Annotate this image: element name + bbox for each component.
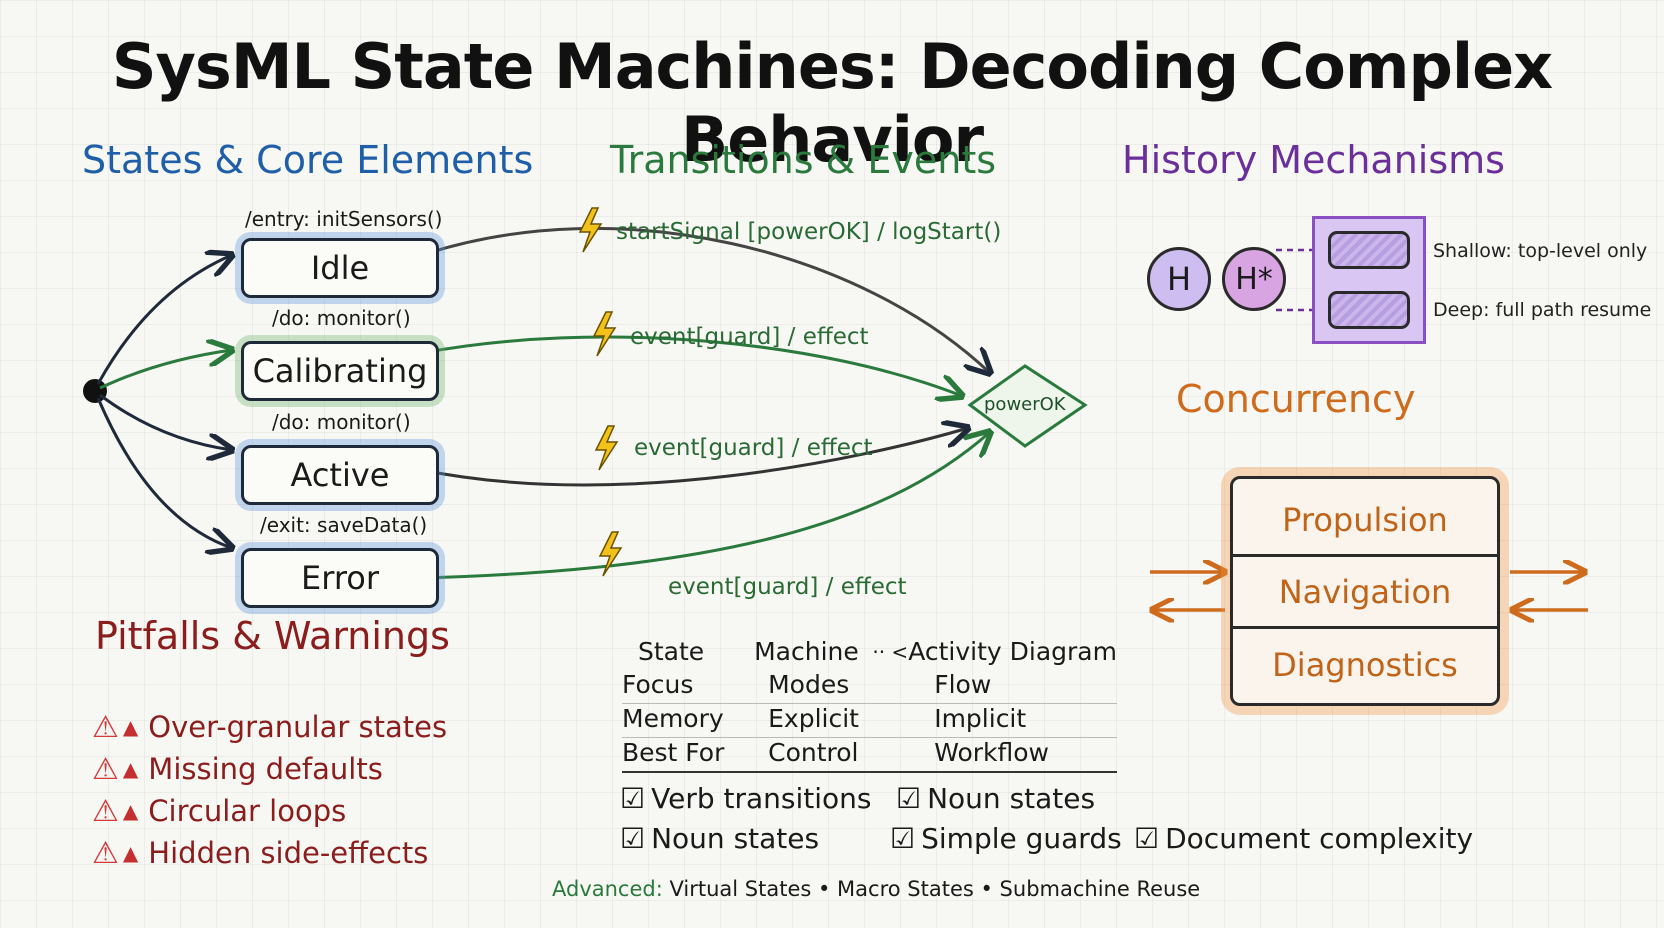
initial-state-dot (83, 379, 107, 403)
checkbox-checked-icon: ☑ (896, 782, 922, 815)
error-to-choice (421, 432, 990, 580)
pitfalls-list: ⚠▲Over-granular states ⚠▲Missing default… (92, 706, 447, 874)
initial-to-calibrating (99, 350, 232, 390)
deep-history-note: Deep: full path resume (1433, 299, 1652, 321)
comparison-header-cell: Machine (754, 637, 859, 666)
transitions-heading: Transitions & Events (610, 138, 997, 182)
state-error: Error (241, 548, 439, 608)
pitfall-label: Missing defaults (148, 752, 383, 786)
region-navigation: Navigation (1233, 557, 1497, 629)
table-cell: Best For (622, 738, 725, 767)
shallow-history-symbol: H (1147, 247, 1211, 311)
transition-label: event[guard] / effect (634, 435, 873, 461)
choice-label: powerOK (984, 394, 1066, 415)
state-idle: Idle (241, 238, 439, 298)
initial-to-active (99, 393, 232, 450)
table-cell: Flow (934, 670, 992, 699)
advanced-text: Virtual States • Macro States • Submachi… (669, 877, 1201, 901)
table-row: Memory Explicit Implicit (622, 704, 1117, 738)
checkbox-checked-icon: ☑ (1134, 822, 1160, 855)
checkbox-checked-icon: ☑ (620, 822, 646, 855)
history-heading: History Mechanisms (1122, 138, 1505, 182)
concurrency-heading: Concurrency (1176, 377, 1416, 421)
checklist-label: Noun states (651, 822, 820, 855)
transition-label: event[guard] / effect (630, 324, 869, 350)
pitfall-item: ⚠▲ Hidden side-effects (92, 832, 447, 874)
active-to-choice (421, 428, 968, 487)
state-calibrating: Calibrating (241, 341, 439, 401)
warning-icon: ▲ (122, 799, 139, 823)
comparison-header-cell: Activity Diagram (908, 637, 1117, 666)
state-note-idle: /entry: initSensors() (245, 207, 443, 231)
region-diagnostics: Diagnostics (1272, 646, 1458, 684)
history-substate (1328, 231, 1410, 269)
pitfall-item: ⚠▲ Over-granular states (92, 706, 447, 748)
comparison-table: State Machine ·· < Activity Diagram Focu… (622, 637, 1117, 773)
comparison-header-row: State Machine ·· < Activity Diagram (622, 637, 1117, 670)
table-row: Best For Control Workflow (622, 738, 1117, 772)
pitfall-item: ⚠▲ Missing defaults (92, 748, 447, 790)
pitfall-label: Over-granular states (148, 710, 448, 744)
lightning-icon (594, 425, 619, 471)
pitfall-item: ⚠▲ Circular loops (92, 790, 447, 832)
pitfall-label: Circular loops (148, 794, 347, 828)
warning-icon: ⚠ (92, 835, 119, 871)
history-dashes (1276, 248, 1318, 312)
state-active: Active (241, 445, 439, 505)
history-substate (1328, 291, 1410, 329)
warning-icon: ⚠ (92, 751, 119, 787)
states-heading: States & Core Elements (82, 138, 534, 182)
region-propulsion: Propulsion (1233, 485, 1497, 557)
choice-diamond (967, 364, 1088, 448)
advanced-footer: Advanced: Virtual States • Macro States … (552, 877, 1200, 901)
table-cell: Explicit (768, 704, 859, 733)
warning-icon: ▲ (122, 841, 139, 865)
pitfalls-heading: Pitfalls & Warnings (95, 614, 450, 658)
table-cell: Memory (622, 704, 724, 733)
initial-to-error (96, 397, 232, 548)
comparison-header-cell: State (638, 637, 705, 666)
table-cell: Modes (768, 670, 850, 699)
lightning-icon (578, 207, 603, 253)
warning-icon: ⚠ (92, 793, 119, 829)
concurrency-composite-state: Propulsion Navigation Diagnostics (1230, 476, 1500, 706)
transition-label: event[guard] / effect (668, 574, 907, 600)
comparison-separator: ·· < (872, 639, 909, 664)
checklist-item: ☑Verb transitions (620, 782, 872, 815)
state-note-calibrating: /do: monitor() (272, 306, 411, 330)
history-composite-state (1312, 216, 1426, 344)
table-cell: Implicit (934, 704, 1027, 733)
checklist-item: ☑Document complexity (1134, 822, 1473, 855)
initial-to-idle (96, 255, 232, 385)
checklist-label: Simple guards (921, 822, 1122, 855)
lightning-icon (598, 531, 623, 577)
idle-to-choice (421, 226, 990, 373)
checkbox-checked-icon: ☑ (890, 822, 916, 855)
state-note-error: /exit: saveData() (260, 513, 428, 537)
state-note-active: /do: monitor() (272, 410, 411, 434)
page-title: SysML State Machines: Decoding Complex B… (111, 30, 1553, 176)
transition-label: startSignal [powerOK] / logStart() (616, 219, 1002, 245)
checkbox-checked-icon: ☑ (620, 782, 646, 815)
deep-history-symbol: H* (1222, 247, 1286, 311)
checklist-item: ☑Simple guards (890, 822, 1122, 855)
checklist-item: ☑Noun states (620, 822, 819, 855)
table-cell: Workflow (934, 738, 1049, 767)
warning-icon: ⚠ (92, 709, 119, 745)
checklist-label: Verb transitions (651, 782, 872, 815)
table-row: Focus Modes Flow (622, 670, 1117, 704)
checklist-label: Noun states (927, 782, 1096, 815)
table-cell: Control (768, 738, 859, 767)
table-cell: Focus (622, 670, 694, 699)
pitfall-label: Hidden side-effects (148, 836, 429, 870)
advanced-prefix: Advanced: (552, 877, 663, 901)
lightning-icon (592, 311, 617, 357)
checklist-item: ☑Noun states (896, 782, 1095, 815)
checklist-label: Document complexity (1165, 822, 1474, 855)
shallow-history-note: Shallow: top-level only (1433, 240, 1648, 262)
warning-icon: ▲ (122, 757, 139, 781)
warning-icon: ▲ (122, 715, 139, 739)
calibrating-to-choice (421, 335, 962, 396)
